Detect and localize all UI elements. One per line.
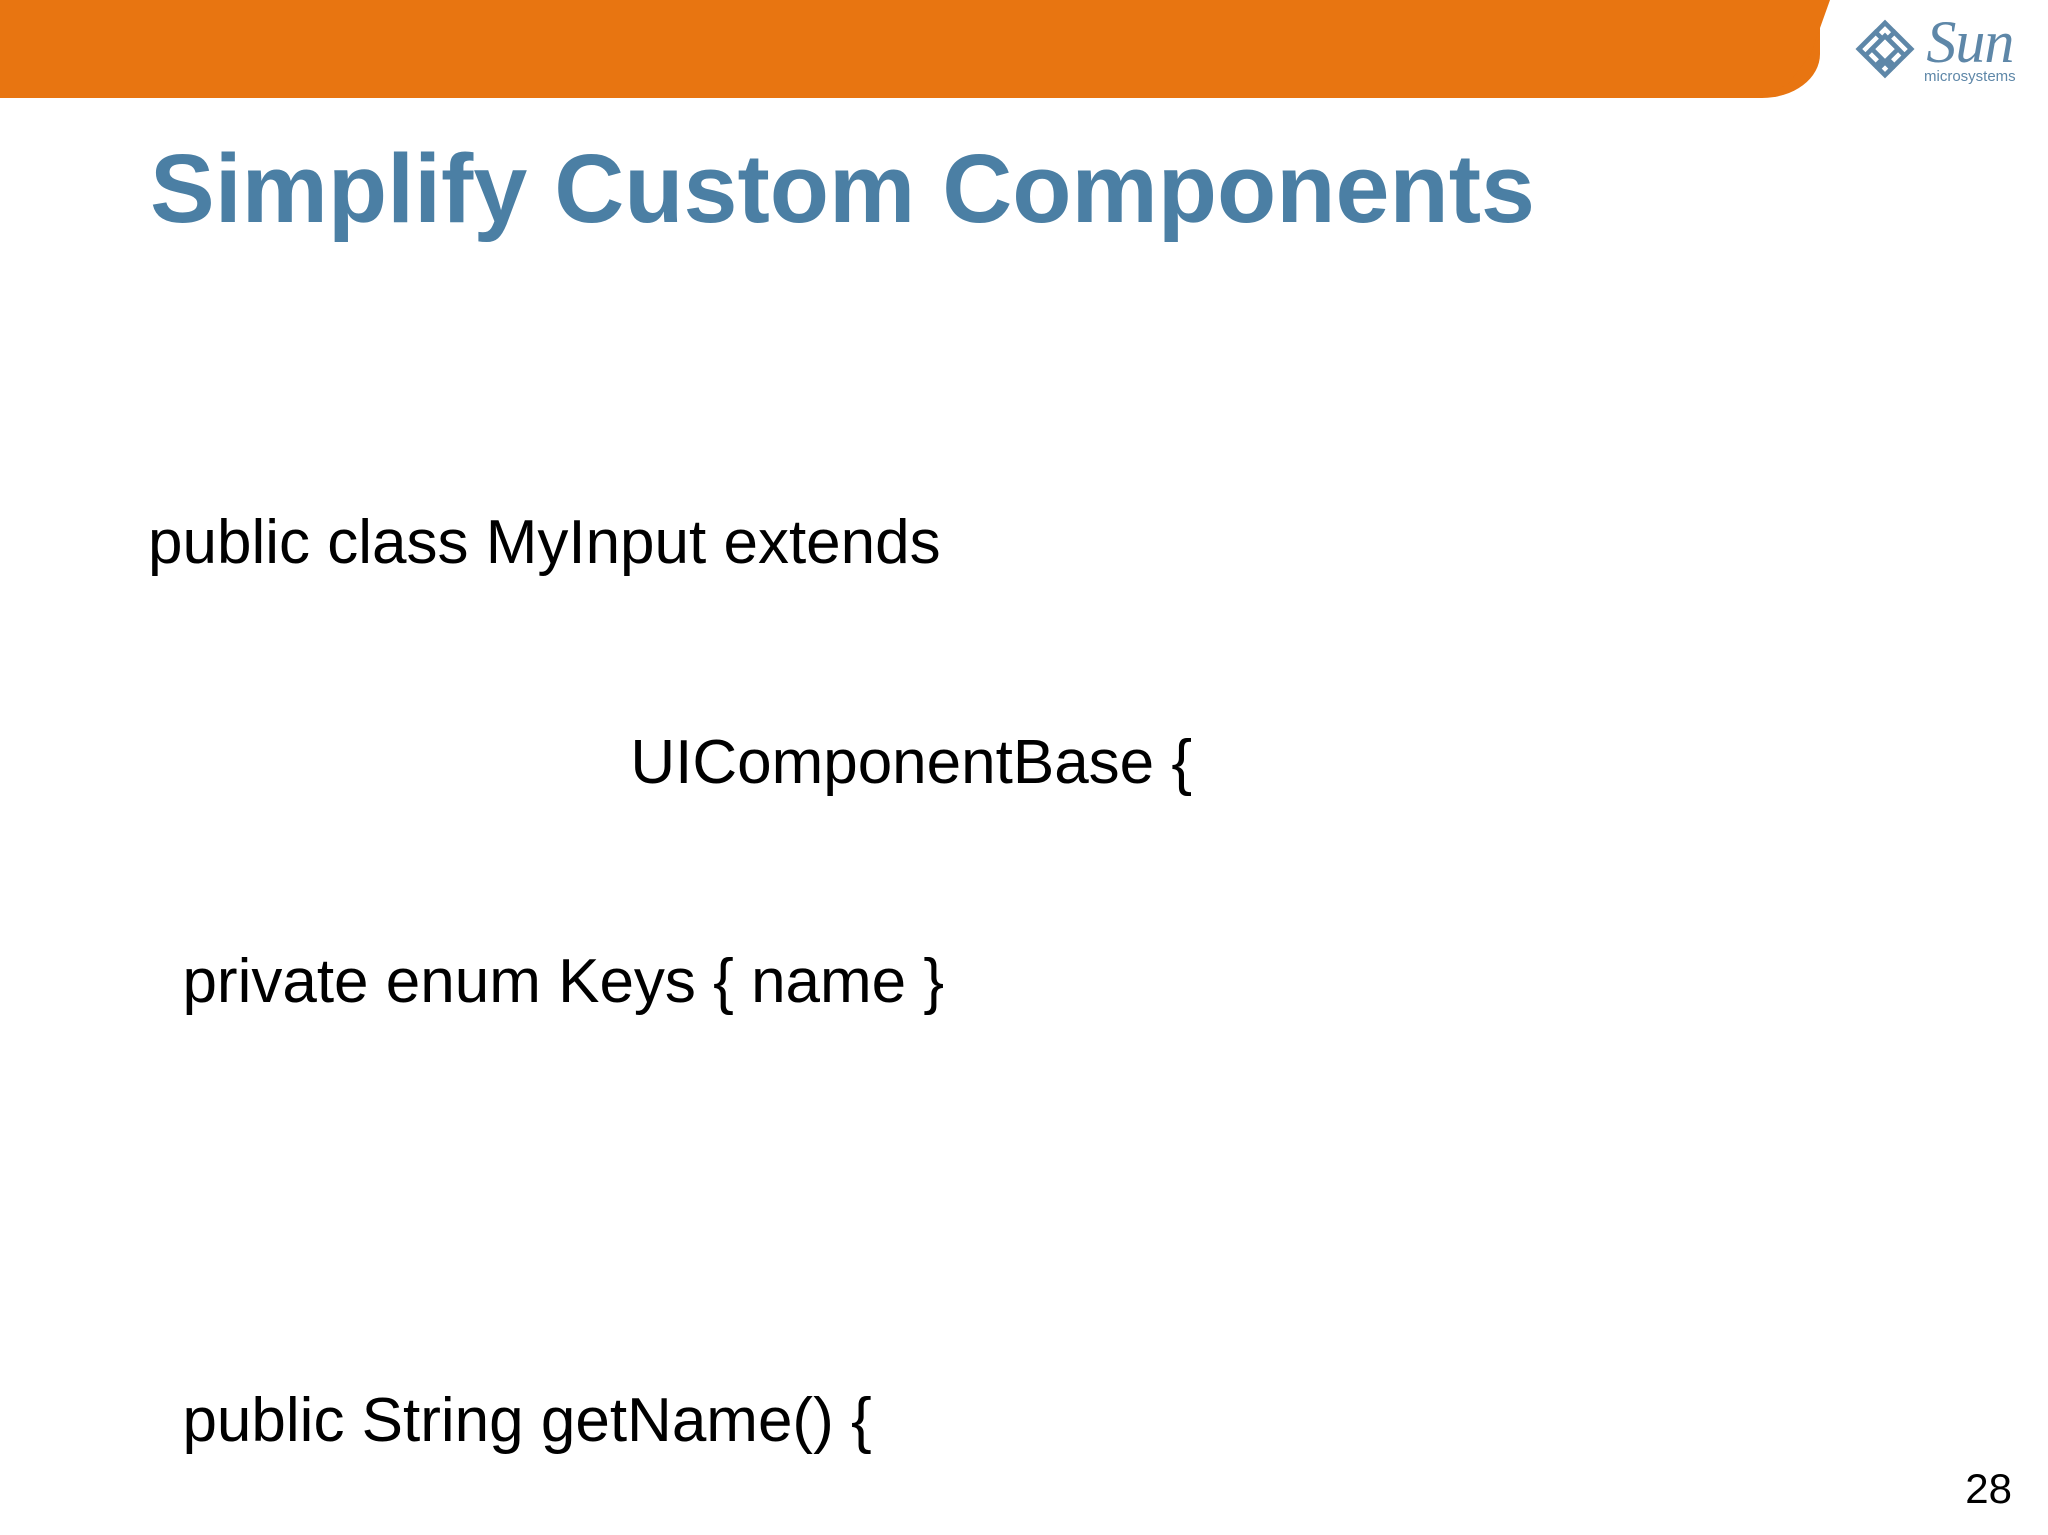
code-line: public class MyInput extends: [148, 508, 941, 578]
sun-wordmark-text: Sun: [1926, 9, 2014, 75]
code-line: public String getName() {: [148, 1385, 872, 1455]
sun-wordmark: Sun microsystems: [1924, 9, 2016, 85]
page-number: 28: [1965, 1465, 2012, 1512]
code-line-blank: [148, 1164, 1948, 1237]
page-title: Simplify Custom Components: [150, 134, 1535, 243]
code-line: private enum Keys { name }: [148, 946, 945, 1016]
sun-tagline-text: microsystems: [1924, 68, 2016, 85]
sun-logo: Sun microsystems: [1852, 8, 2034, 90]
sun-diamond-icon: [1852, 16, 1918, 82]
code-line: UIComponentBase {: [148, 727, 1193, 797]
header-banner: [0, 0, 1820, 98]
code-block: public class MyInput extends UIComponent…: [148, 360, 1948, 1535]
